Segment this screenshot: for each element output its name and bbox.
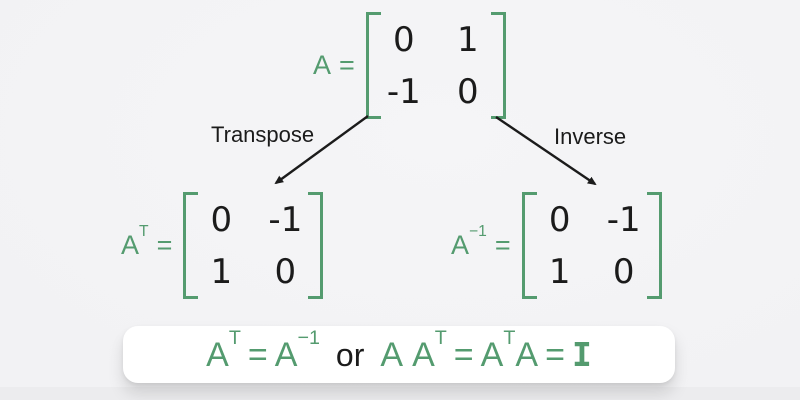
eq-term: A <box>480 335 504 374</box>
transpose-label: Transpose <box>211 122 315 147</box>
right-bracket <box>308 192 324 299</box>
equals-sign: = <box>247 335 268 374</box>
matrix-inverse-cells: 0 -1 1 0 <box>537 192 647 299</box>
matrix-cell: 0 <box>456 71 479 112</box>
matrix-a-name: A <box>313 50 332 80</box>
matrix-cell: -1 <box>606 199 641 240</box>
matrix-inverse-sup: −1 <box>469 223 487 241</box>
matrix-a: 0 1 -1 0 <box>365 12 506 119</box>
matrix-cell: 0 <box>392 19 415 60</box>
matrix-transpose-cells: 0 -1 1 0 <box>198 192 308 299</box>
eq-sup: T <box>228 326 241 349</box>
matrix-cell: 0 <box>548 199 571 240</box>
left-bracket <box>183 192 199 299</box>
equals-sign: = <box>494 230 511 260</box>
matrix-a-label: A= <box>313 52 355 79</box>
equals-sign: = <box>339 50 355 80</box>
matrix-transpose-name: A <box>121 230 140 260</box>
matrix-inverse-group: A−1 = 0 -1 1 0 <box>451 192 662 299</box>
matrix-inverse-name: A <box>451 230 470 260</box>
eq-sup: T <box>503 326 516 349</box>
matrix-cell: 0 <box>274 251 297 292</box>
equals-sign: = <box>156 230 173 260</box>
matrix-transpose: 0 -1 1 0 <box>183 192 324 299</box>
floor-strip <box>0 387 800 400</box>
diagram-background <box>0 0 800 387</box>
matrix-inverse-label: A−1 = <box>451 224 511 260</box>
matrix-transpose-sup: T <box>139 223 149 241</box>
matrix-cell: -1 <box>386 71 421 112</box>
left-bracket <box>521 192 537 299</box>
eq-term: A <box>515 335 539 374</box>
eq-term: A <box>412 335 435 374</box>
matrix-cell: 0 <box>612 251 635 292</box>
right-bracket <box>646 192 662 299</box>
eq-term: A <box>274 335 298 374</box>
inverse-label: Inverse <box>554 124 627 149</box>
matrix-inverse: 0 -1 1 0 <box>521 192 662 299</box>
matrix-cell: -1 <box>268 199 303 240</box>
matrix-cell: 1 <box>210 251 233 292</box>
matrix-a-group: A= 0 1 -1 0 <box>313 12 506 119</box>
matrix-a-cells: 0 1 -1 0 <box>381 12 491 119</box>
matrix-transpose-group: AT = 0 -1 1 0 <box>121 192 324 299</box>
equals-sign: = <box>545 335 565 374</box>
eq-term: A <box>380 335 404 374</box>
matrix-cell: 1 <box>456 19 479 60</box>
eq-term: A <box>206 335 229 374</box>
left-bracket <box>365 12 381 119</box>
or-text: or <box>335 336 365 373</box>
matrix-cell: 0 <box>210 199 233 240</box>
matrix-transpose-label: AT = <box>121 224 173 260</box>
eq-sup: −1 <box>297 326 320 349</box>
matrix-cell: 1 <box>548 251 571 292</box>
eq-sup: T <box>434 326 447 349</box>
right-bracket <box>490 12 506 119</box>
identity-matrix-symbol: I <box>571 334 592 374</box>
equals-sign: = <box>453 335 474 374</box>
equation-lhs: AT=A−1 <box>206 328 320 374</box>
